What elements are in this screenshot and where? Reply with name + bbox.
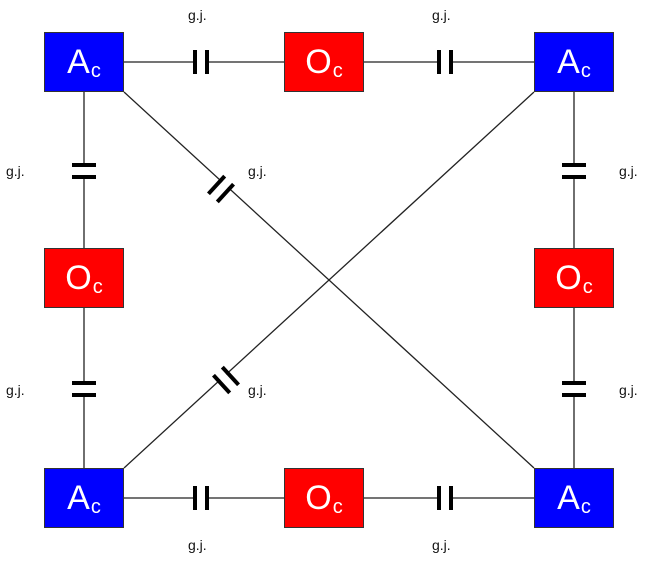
- gap-junction-diagonal-lower: [211, 365, 241, 395]
- gj-label-bottom-left: g.j.: [188, 537, 207, 553]
- node-label: A: [67, 43, 90, 81]
- gap-junction-bottom-left: [193, 486, 209, 510]
- link-a_tr-a_bl: [123, 91, 535, 469]
- node-label: A: [557, 43, 580, 81]
- node-subscript: c: [580, 495, 591, 518]
- gj-label-right-upper: g.j.: [619, 163, 638, 179]
- gj-label-bottom-right: g.j.: [432, 537, 451, 553]
- node-subscript: c: [582, 275, 593, 298]
- node-label: O: [65, 259, 92, 297]
- gj-label-left-upper: g.j.: [6, 163, 25, 179]
- gap-junction-right-lower: [562, 381, 586, 397]
- node-subscript: c: [580, 59, 591, 82]
- gap-junction-left-lower: [72, 381, 96, 397]
- node-label: O: [305, 43, 332, 81]
- node-subscript: c: [332, 59, 343, 82]
- gj-label-right-lower: g.j.: [619, 382, 638, 398]
- node-subscript: c: [90, 59, 101, 82]
- gj-label-top-left: g.j.: [188, 7, 207, 23]
- gj-label-top-right: g.j.: [432, 7, 451, 23]
- gap-junction-diagonal-upper: [206, 174, 236, 204]
- node-label: A: [557, 479, 580, 517]
- node-subscript: c: [90, 495, 101, 518]
- node-subscript: c: [92, 275, 103, 298]
- gj-label-diagonal-upper: g.j.: [248, 163, 267, 179]
- gap-junction-bottom-right: [437, 486, 453, 510]
- gj-label-diagonal-lower: g.j.: [248, 382, 267, 398]
- gap-junction-top-left: [193, 50, 209, 74]
- gap-junction-left-upper: [72, 163, 96, 179]
- gj-label-left-lower: g.j.: [6, 382, 25, 398]
- node-label: A: [67, 479, 90, 517]
- gap-junction-right-upper: [562, 163, 586, 179]
- node-subscript: c: [332, 495, 343, 518]
- node-label: O: [555, 259, 582, 297]
- gap-junction-top-right: [437, 50, 453, 74]
- node-label: O: [305, 479, 332, 517]
